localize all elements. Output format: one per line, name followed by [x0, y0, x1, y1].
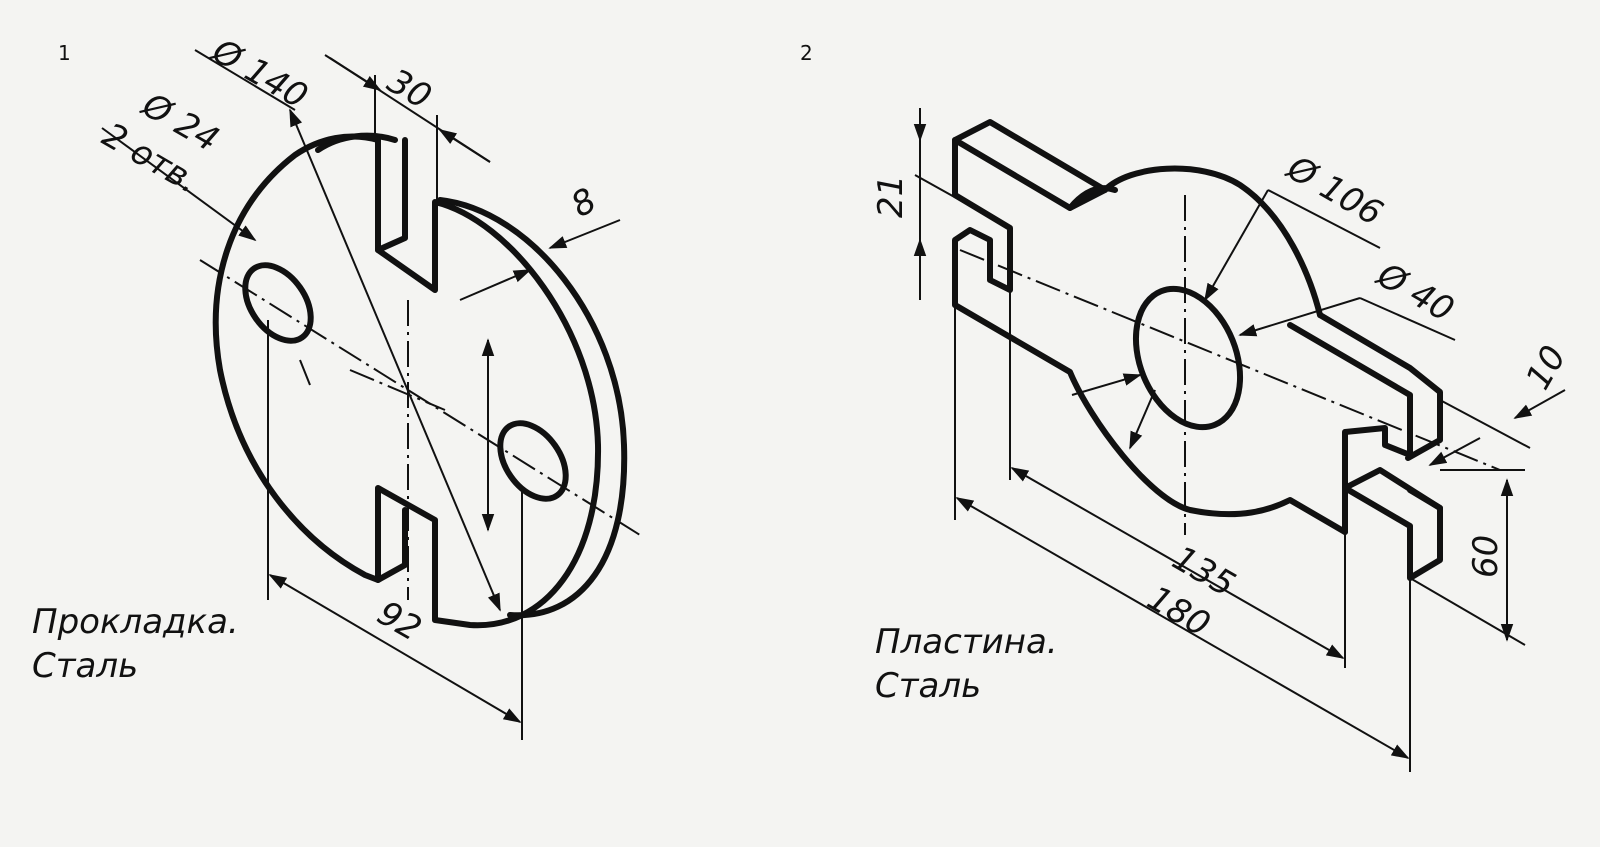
dim-plate-thickness: 10 [1518, 339, 1574, 396]
figure-1-caption: Прокладка. Сталь [32, 600, 239, 688]
gasket-hole-lower [497, 420, 569, 502]
figure-1-caption-title: Прокладка. [32, 602, 239, 642]
dim-thickness-arrow-1 [459, 269, 532, 301]
plate-boss-top [1102, 165, 1323, 318]
dim-slot-arrow-2 [438, 129, 491, 163]
gasket-slot-upper-side [375, 137, 408, 253]
figure-2-caption: Пластина. Сталь [875, 620, 1058, 708]
dim-boss-shelf [1267, 189, 1381, 249]
dim-total-line [955, 497, 1410, 759]
dim-ear-height: 21 [871, 175, 911, 218]
dim-outer-dia-line [289, 108, 501, 612]
dim-boss-dia: Ø 106 [1279, 147, 1389, 234]
dim-slot-width: 30 [381, 61, 438, 117]
gasket-slot-lower-side [375, 507, 408, 583]
gasket-hole-upper [242, 262, 314, 344]
dim-ear-ext [914, 174, 1011, 229]
plate-right-arm-edge [1342, 467, 1443, 535]
plate-boss-side [1067, 185, 1118, 211]
gasket-center-axis [349, 369, 446, 411]
dim-plate-width: 60 [1466, 535, 1506, 578]
dim-hole-arrow [299, 359, 311, 386]
dim-thickness: 8 [565, 180, 604, 225]
figure-1-caption-material: Сталь [32, 646, 139, 686]
figure-1-number: 1 [58, 41, 71, 65]
dim-hole2-dia: Ø 40 [1369, 254, 1461, 330]
dim-boss-leader [1204, 189, 1269, 302]
plate-long-axis [959, 249, 1501, 471]
figure-2-caption-material: Сталь [875, 666, 982, 706]
gasket-hole-axis [199, 259, 641, 536]
dim-boss-arrow-2 [1129, 389, 1156, 450]
dim-slot-arrow-1 [324, 54, 382, 91]
dim-plate-thick-arrow-1 [1428, 437, 1481, 466]
dim-hole-leader [101, 127, 257, 242]
dim-thickness-arrow-2 [548, 219, 621, 249]
dim-plate-thick-arrow-2 [1513, 389, 1566, 419]
plate-center-hole [1132, 285, 1244, 431]
dim-outer-dia-ext [194, 49, 296, 111]
dim-plate-thick-ext [1439, 399, 1531, 449]
dim-spacing-line [268, 574, 522, 723]
dim-hole2-shelf [1359, 297, 1456, 341]
plate-right-arm-face [1287, 322, 1443, 581]
dim-hole-spacing: 92 [371, 593, 428, 649]
gasket-back-edge [437, 197, 628, 619]
figure-2-caption-title: Пластина. [875, 622, 1058, 662]
dim-hole2-arrow-2 [1071, 373, 1142, 396]
dim-hole2-leader [1238, 297, 1361, 337]
figure-2-number: 2 [800, 41, 813, 65]
plate-right-arm-top [1317, 312, 1443, 461]
dim-outer-dia: Ø 140 [204, 30, 314, 117]
